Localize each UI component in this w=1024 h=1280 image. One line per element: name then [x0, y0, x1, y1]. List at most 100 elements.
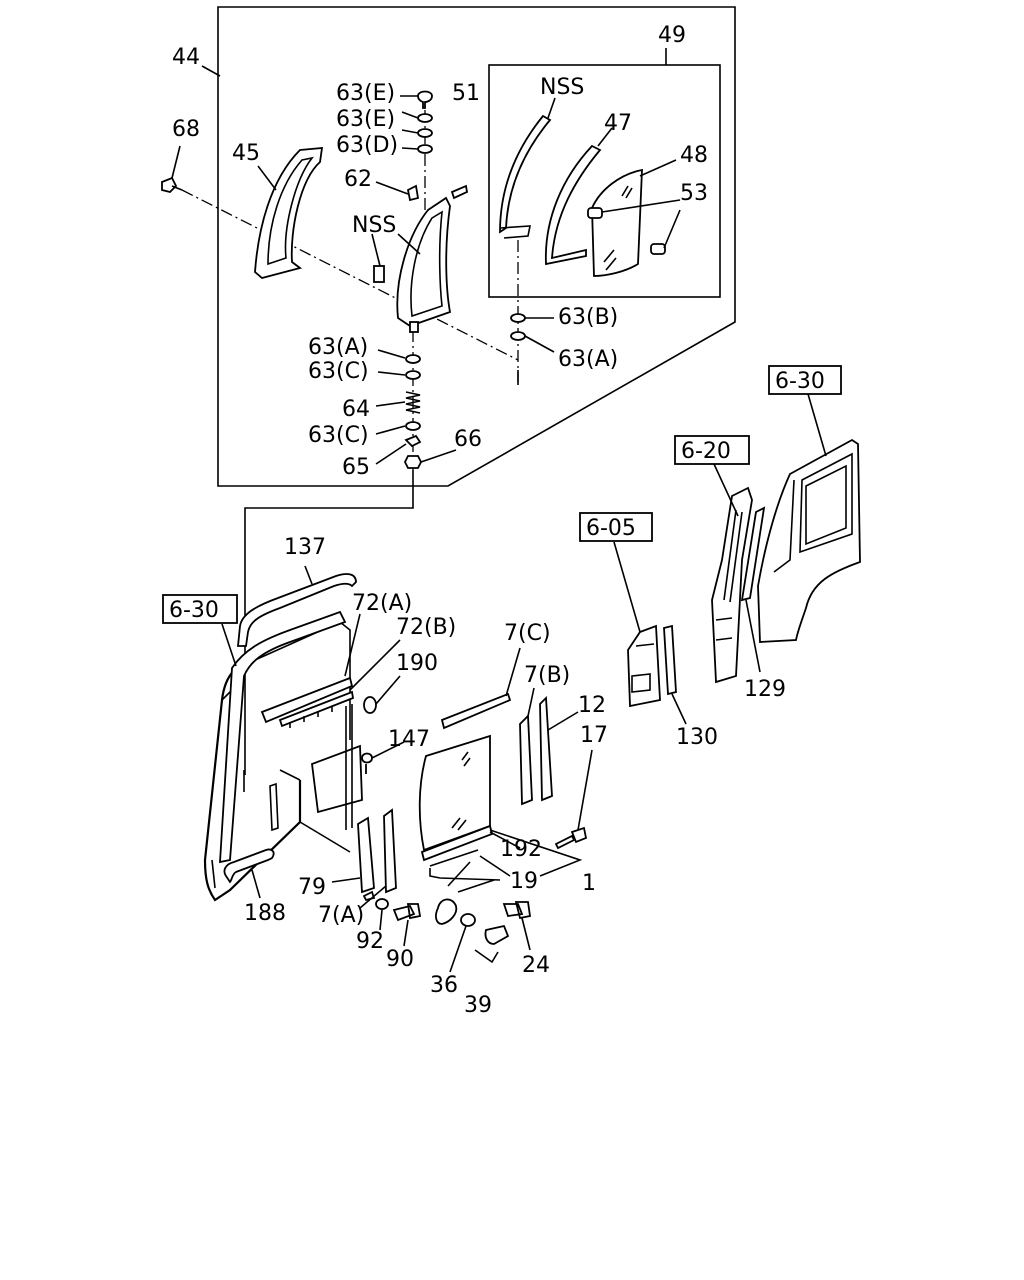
- label-72b: 72(B): [396, 615, 456, 640]
- label-129: 129: [744, 677, 786, 702]
- clip-nss: [373, 265, 385, 283]
- washer-63a: [510, 331, 526, 341]
- label-17: 17: [580, 723, 608, 748]
- assembly-49-frame: [488, 64, 721, 298]
- pivot-53: [587, 207, 603, 219]
- glass-shine: [451, 817, 461, 829]
- label-90: 90: [386, 947, 414, 972]
- pillar-6-05: [627, 624, 661, 708]
- washer-63c: [405, 421, 421, 431]
- connector-line: [299, 821, 351, 853]
- label-92: 92: [356, 929, 384, 954]
- nut-65: [404, 434, 422, 448]
- clips-row: [289, 706, 333, 728]
- label-49: 49: [658, 23, 686, 48]
- channel-12: [539, 695, 553, 802]
- label-190: 190: [396, 651, 438, 676]
- label-147: 147: [388, 727, 430, 752]
- label-45: 45: [232, 141, 260, 166]
- door-6-30-right: [757, 438, 861, 643]
- label-48: 48: [680, 143, 708, 168]
- ref-6-30-right: 6-30: [775, 369, 825, 394]
- leaders-upper: [171, 48, 681, 465]
- regulator-19: [429, 849, 501, 893]
- glass-48: [591, 168, 643, 277]
- run-72b: [278, 690, 355, 728]
- bracket-1: [489, 829, 583, 877]
- label-51: 51: [452, 81, 480, 106]
- glass-shine: [457, 819, 467, 831]
- screw-17: [554, 826, 588, 850]
- label-24: 24: [522, 953, 550, 978]
- washer-92: [375, 898, 389, 910]
- leaders-right: [613, 393, 827, 725]
- label-137: 137: [284, 535, 326, 560]
- door-window-right: [799, 452, 853, 554]
- label-63c-2: 63(C): [308, 423, 369, 448]
- top-bracket: [450, 184, 469, 200]
- pillar-inner: [715, 509, 743, 641]
- label-63e-1: 63(E): [336, 81, 395, 106]
- assembly-44-frame: [217, 6, 736, 487]
- label-39: 39: [464, 993, 492, 1018]
- clip-62: [406, 184, 420, 202]
- glass-shine: [603, 249, 615, 263]
- label-47: 47: [604, 111, 632, 136]
- washer-63d: [417, 144, 433, 154]
- run-7b: [519, 713, 533, 806]
- seal-nss-tab: [499, 225, 531, 239]
- seal-130: [663, 624, 677, 696]
- label-65: 65: [342, 455, 370, 480]
- seal-129: [740, 506, 766, 602]
- connector-line: [474, 949, 499, 964]
- glass-shine: [605, 257, 617, 271]
- label-7a: 7(A): [318, 903, 364, 928]
- label-7b: 7(B): [524, 663, 570, 688]
- centerline: [181, 189, 519, 361]
- rivet: [409, 321, 419, 333]
- channel-137: [237, 573, 357, 647]
- ref-box-6-20: [674, 435, 750, 465]
- screw-68: [161, 176, 178, 193]
- label-130: 130: [676, 725, 718, 750]
- label-68: 68: [172, 117, 200, 142]
- quarter-window-seal-inner: [267, 156, 314, 266]
- quarter-glass-frame-inner: [410, 210, 443, 318]
- bolt-24: [502, 901, 532, 920]
- ref-box-6-05: [579, 512, 653, 542]
- clip-147: [361, 752, 373, 774]
- washer-36: [460, 913, 476, 927]
- channel-192: [420, 824, 494, 862]
- washer-63e: [417, 128, 433, 138]
- quarter-window-seal-45: [254, 147, 324, 279]
- pivot-53: [650, 243, 666, 255]
- ref-6-30-left: 6-30: [169, 598, 219, 623]
- screw-shank: [171, 185, 183, 191]
- washer-63c: [405, 370, 421, 380]
- label-12: 12: [578, 693, 606, 718]
- glass-shine: [621, 185, 629, 197]
- leaders-lower: [221, 565, 593, 973]
- label-63d: 63(D): [336, 133, 398, 158]
- label-63a-left: 63(A): [308, 335, 368, 360]
- label-nss-1: NSS: [352, 213, 396, 238]
- spring-64: [405, 391, 421, 414]
- label-nss-2: NSS: [540, 75, 584, 100]
- connector-line: [279, 769, 301, 781]
- label-36: 36: [430, 973, 458, 998]
- washer-63e: [417, 113, 433, 123]
- washer-63b: [510, 313, 526, 323]
- door-window-trim: [773, 479, 795, 573]
- label-53: 53: [680, 181, 708, 206]
- label-62: 62: [344, 167, 372, 192]
- glass-shine: [463, 757, 471, 767]
- inner-panel: [311, 744, 363, 814]
- pivot-51: [417, 90, 433, 109]
- label-66: 66: [454, 427, 482, 452]
- glass-shine: [461, 751, 469, 761]
- label-7c: 7(C): [504, 621, 551, 646]
- label-64: 64: [342, 397, 370, 422]
- inner-panel-lines: [243, 704, 353, 832]
- label-63b: 63(B): [558, 305, 618, 330]
- clip-190: [363, 696, 377, 714]
